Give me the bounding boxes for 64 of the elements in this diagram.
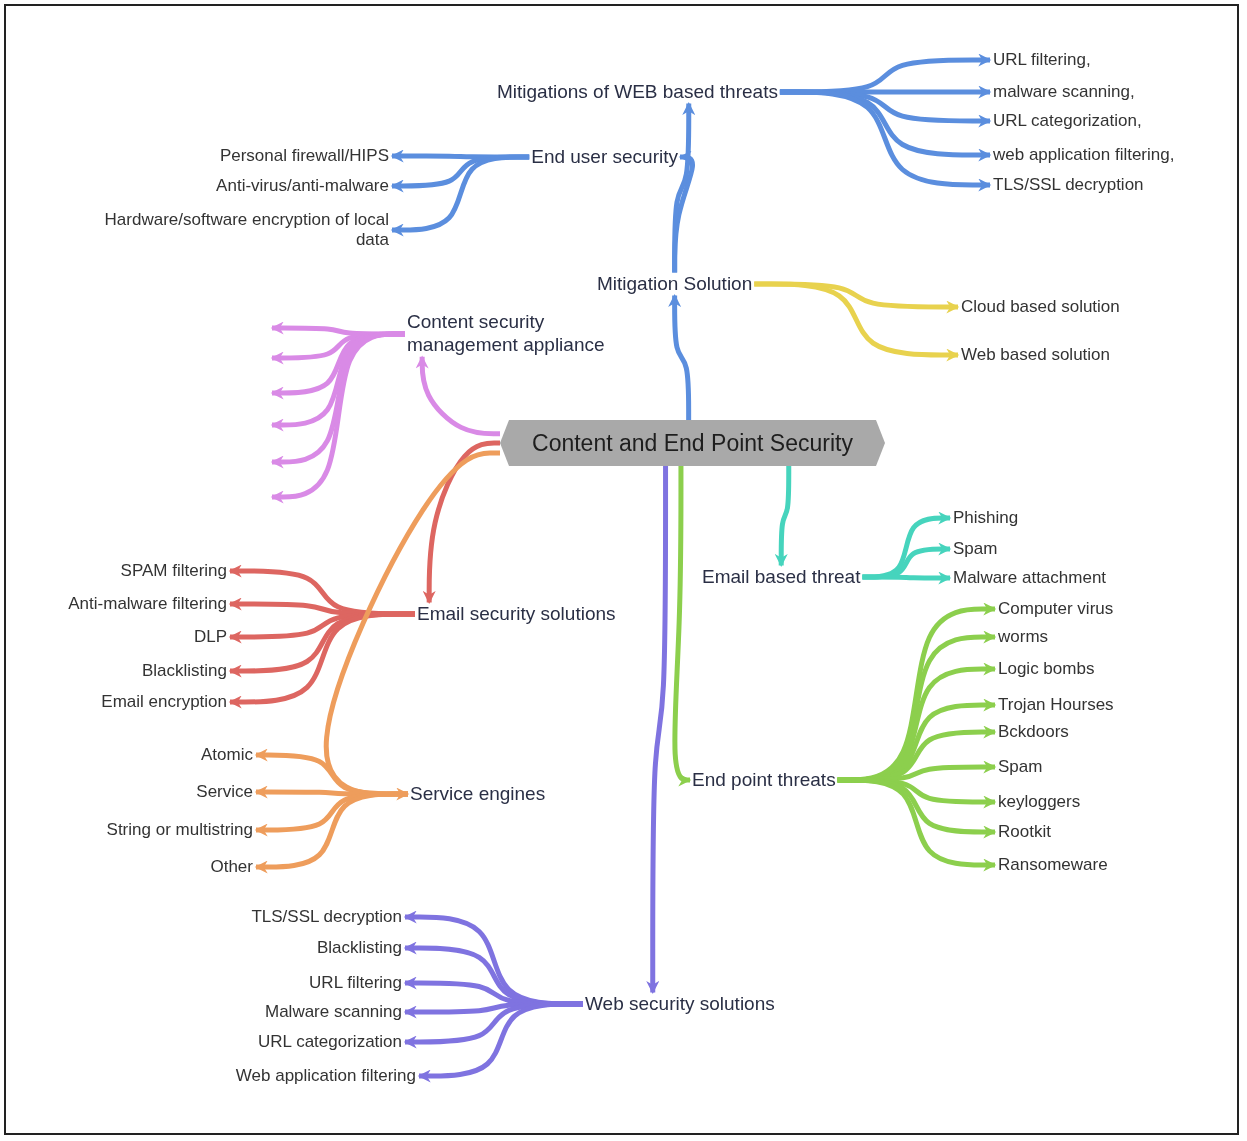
- branch-arrow: [779, 89, 992, 192]
- subtopic-label: Blacklisting: [138, 660, 230, 682]
- branch-arrow: [254, 791, 408, 874]
- subtopic-label: Web based solution: [958, 344, 1113, 366]
- subtopic-label: keyloggers: [995, 791, 1084, 813]
- subtopic-label: String or multistring: [103, 819, 256, 841]
- branch-arrow: [270, 331, 405, 504]
- branch-arrow: [417, 1001, 583, 1083]
- branch-arrow: [672, 466, 692, 787]
- subtopic-label: Malware attachment: [950, 567, 1110, 589]
- subtopic-label: Computer virus: [995, 598, 1117, 620]
- subtopic-label: TLS/SSL decryption: [990, 174, 1147, 196]
- branch-arrow: [323, 450, 500, 801]
- subtopic-label: Anti-virus/anti-malware: [213, 175, 392, 197]
- branch-label: Content security management appliance: [405, 311, 650, 357]
- branch-arrow: [754, 281, 960, 362]
- branch-label: End user security: [529, 145, 680, 169]
- subtopic-label: Spam: [950, 538, 1001, 560]
- subtopic-label: DLP: [190, 626, 230, 648]
- subtopic-label: Anti-malware filtering: [65, 593, 230, 615]
- branch-label: Web security solutions: [583, 992, 777, 1016]
- branch-arrow: [668, 294, 692, 420]
- branch-label: End point threats: [690, 768, 838, 792]
- branch-arrow: [837, 777, 997, 872]
- subtopic-label: Ransomeware: [995, 854, 1111, 876]
- subtopic-label: Personal firewall/HIPS: [216, 145, 392, 167]
- subtopic-label: malware scanning,: [990, 81, 1138, 103]
- branch-arrow: [415, 355, 500, 437]
- subtopic-label: Malware scanning: [262, 1001, 405, 1023]
- subtopic-label: Email encryption: [98, 691, 230, 713]
- subtopic-label: URL filtering: [306, 972, 405, 994]
- subtopic-label: Other: [207, 856, 256, 878]
- subtopic-label: TLS/SSL decryption: [248, 906, 405, 928]
- subtopic-label: Trojan Hourses: [995, 694, 1117, 716]
- branch-arrow: [422, 440, 500, 604]
- branch-label: Mitigations of WEB based threats: [495, 80, 780, 104]
- subtopic-label: Rootkit: [995, 821, 1054, 843]
- branch-label: Email security solutions: [415, 602, 618, 626]
- branch-arrow: [862, 571, 952, 585]
- central-topic-box: Content and End Point Security: [500, 420, 885, 466]
- subtopic-label: Bckdoors: [995, 721, 1072, 743]
- branch-label: Email based threat: [700, 565, 863, 589]
- branch-arrow: [672, 102, 696, 273]
- branch-label: Mitigation Solution: [595, 272, 755, 296]
- branch-label: Service engines: [408, 782, 548, 806]
- subtopic-label: SPAM filtering: [117, 560, 230, 582]
- subtopic-label: URL filtering,: [990, 49, 1094, 71]
- subtopic-label: Service: [193, 781, 256, 803]
- subtopic-label: Cloud based solution: [958, 296, 1123, 318]
- subtopic-label: Spam: [995, 756, 1046, 778]
- subtopic-label: URL categorization: [255, 1031, 405, 1053]
- branch-arrow: [646, 466, 669, 994]
- subtopic-label: Web application filtering: [232, 1065, 419, 1087]
- subtopic-label: worms: [995, 626, 1052, 648]
- branch-arrow: [774, 466, 792, 567]
- subtopic-label: Atomic: [198, 744, 256, 766]
- subtopic-label: URL categorization,: [990, 110, 1145, 132]
- subtopic-label: Blacklisting: [313, 937, 405, 959]
- subtopic-label: Hardware/software encryption of local data: [100, 209, 392, 251]
- subtopic-label: Phishing: [950, 507, 1022, 529]
- subtopic-label: web application filtering,: [990, 144, 1178, 166]
- subtopic-label: Logic bombs: [995, 658, 1098, 680]
- branch-arrow: [228, 611, 415, 709]
- branch-arrow: [390, 154, 530, 237]
